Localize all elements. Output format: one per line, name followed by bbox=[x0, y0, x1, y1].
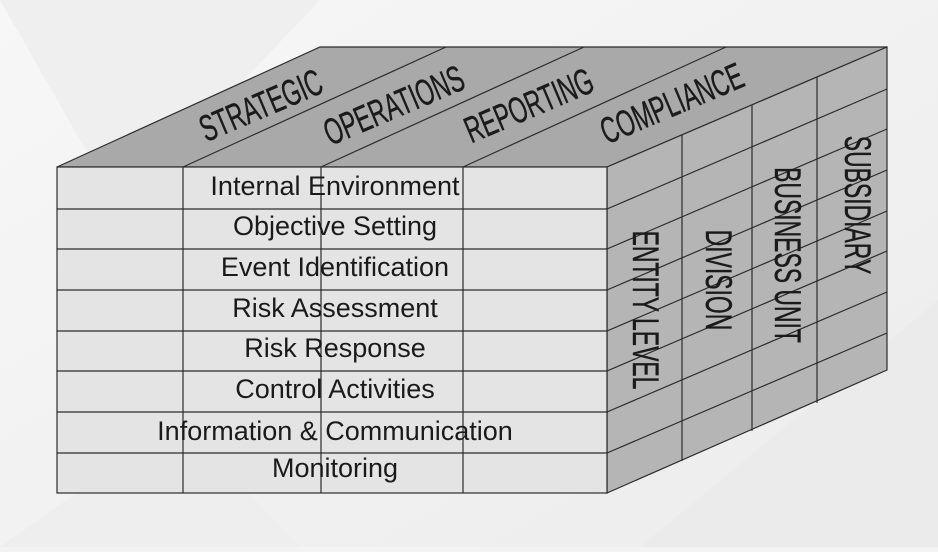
front-row-monitoring: Monitoring bbox=[272, 453, 398, 483]
front-row-control-activities: Control Activities bbox=[235, 374, 435, 404]
front-row-internal-environment: Internal Environment bbox=[210, 171, 460, 201]
top-face-dividers bbox=[182, 46, 727, 168]
side-row-divider bbox=[606, 169, 888, 291]
top-column-divider bbox=[182, 46, 447, 168]
side-row-divider bbox=[606, 128, 888, 250]
front-row-objective-setting: Objective Setting bbox=[233, 211, 437, 241]
front-row-event-identification: Event Identification bbox=[221, 252, 449, 282]
front-face-grid bbox=[57, 167, 607, 493]
side-row-divider bbox=[606, 250, 888, 372]
side-label-division: DIVISION bbox=[698, 230, 740, 331]
side-label-entity-level: ENTITY LEVEL bbox=[625, 231, 667, 390]
top-column-divider bbox=[320, 46, 585, 168]
side-label-business-unit: BUSINESS UNIT bbox=[767, 167, 809, 343]
front-row-risk-response: Risk Response bbox=[244, 333, 426, 363]
side-label-subsidiary: SUBSIDIARY bbox=[837, 136, 879, 274]
top-column-divider bbox=[462, 46, 727, 168]
side-row-divider bbox=[606, 88, 888, 210]
front-row-risk-assessment: Risk Assessment bbox=[232, 293, 438, 323]
side-row-divider bbox=[606, 210, 888, 332]
front-row-information-communication: Information & Communication bbox=[157, 416, 513, 446]
background-facet bbox=[0, 0, 320, 210]
side-face-dividers bbox=[606, 77, 888, 461]
side-row-divider bbox=[606, 332, 888, 454]
side-row-divider bbox=[606, 291, 888, 413]
front-face bbox=[56, 166, 608, 494]
